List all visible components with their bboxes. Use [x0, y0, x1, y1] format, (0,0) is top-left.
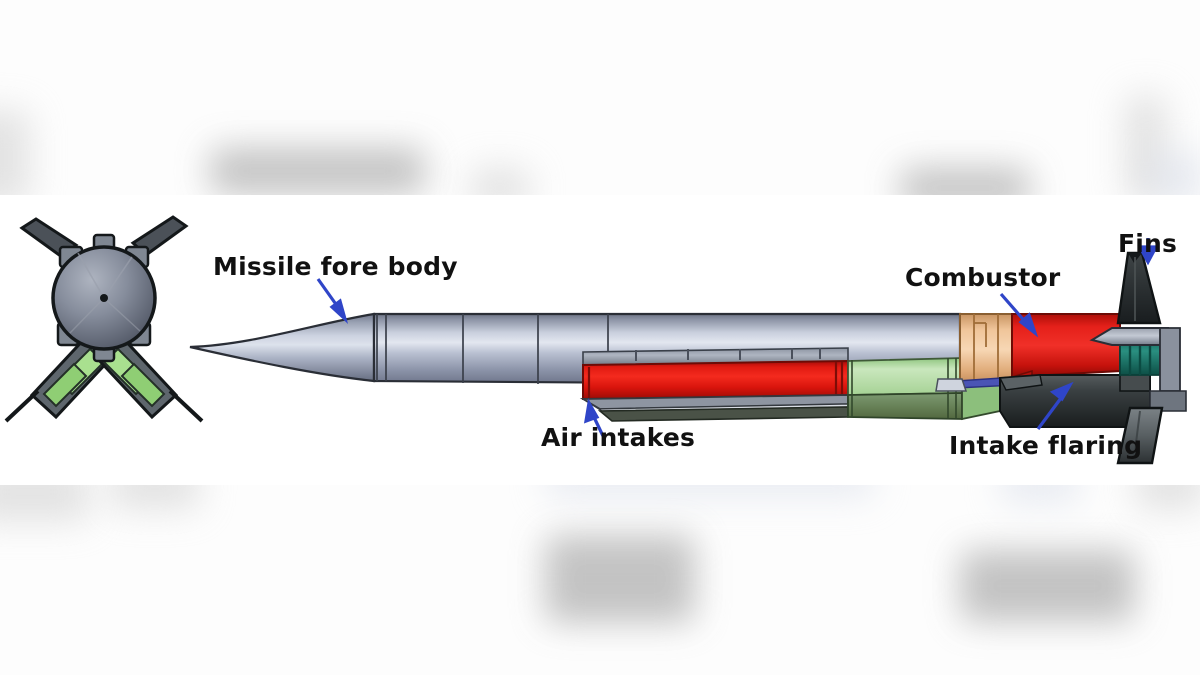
transition-seams	[973, 314, 999, 381]
callout-label-combustor: Combustor	[905, 263, 1061, 292]
air-intake-strip-ticks	[635, 348, 821, 361]
missile-diagram-figure: Missile fore body Air intakes Combustor …	[0, 195, 1200, 485]
blurred-page-band-top	[0, 0, 1200, 195]
arrow-combustor	[999, 292, 1039, 338]
arrow-intake-flaring	[1036, 381, 1074, 430]
missile-diagram-artwork	[4, 215, 1187, 465]
nose-cone	[189, 312, 376, 383]
blurred-page-band-bottom	[0, 480, 1200, 675]
intake-flaring-top-edge	[998, 374, 1043, 391]
front-view-fin-upper-right	[130, 215, 189, 257]
arrow-fore-body	[316, 278, 349, 324]
arrow-air-intakes	[583, 398, 605, 437]
mount-bracket-left	[935, 378, 968, 392]
callout-label-air-intakes: Air intakes	[541, 423, 696, 452]
front-view-center-dot	[100, 294, 108, 302]
arrow-fins	[1137, 238, 1159, 266]
callout-arrows	[316, 238, 1159, 437]
callout-label-fins: Fins	[1118, 229, 1178, 258]
front-view-group	[4, 215, 204, 423]
intake-duct-lower	[847, 392, 963, 420]
tail-cap-lower	[1149, 390, 1187, 412]
tail-fin-upper	[1116, 251, 1162, 325]
air-intake-duct	[582, 359, 849, 401]
callout-label-intake-flaring: Intake flaring	[949, 431, 1143, 460]
callout-label-fore-body: Missile fore body	[213, 252, 458, 281]
tail-cap	[1159, 327, 1181, 392]
tail-fin-lower	[1116, 406, 1164, 465]
